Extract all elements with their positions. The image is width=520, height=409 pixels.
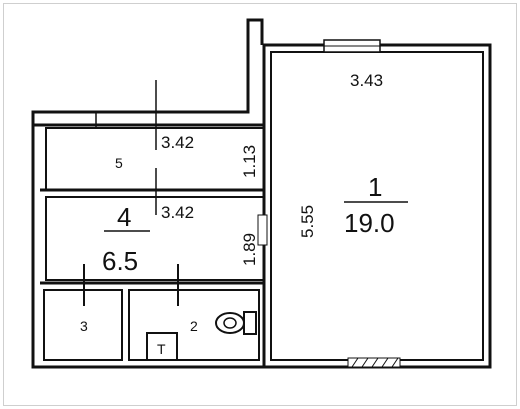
upper-left-outline [31,18,264,125]
toilet-icon [215,311,257,335]
room-5-number-label: 5 [115,155,123,171]
room-4-area-label: 6.5 [102,246,138,276]
room-4 [40,196,268,285]
bath-fixture [146,332,178,361]
room-1 [262,39,492,369]
room-4-inner [45,196,265,281]
balcony-door [347,357,401,368]
bath-symbol-label: T [157,341,166,357]
room-5 [40,112,265,192]
room-2 [128,264,260,361]
room-2-number-label: 2 [190,318,198,334]
room-1-number-label: 1 [368,172,382,202]
room-3 [43,264,123,361]
room-1-length-label: 5.55 [298,205,317,238]
room-1-area-label: 19.0 [344,208,395,238]
room-3-number-label: 3 [80,318,88,334]
room-5-depth-label: 1.13 [240,145,259,178]
room-4-depth-label: 1.89 [240,233,259,266]
room-2-inner [128,289,260,361]
room-1-width-label: 3.43 [350,71,383,90]
frame-border [3,3,517,406]
room-4-width-label: 3.42 [161,203,194,222]
room-5-inner [45,127,265,191]
room-5-width-label: 3.42 [161,133,194,152]
door-4-to-1 [257,214,268,246]
room-4-number-label: 4 [117,202,131,232]
left-block-walls [31,123,266,369]
